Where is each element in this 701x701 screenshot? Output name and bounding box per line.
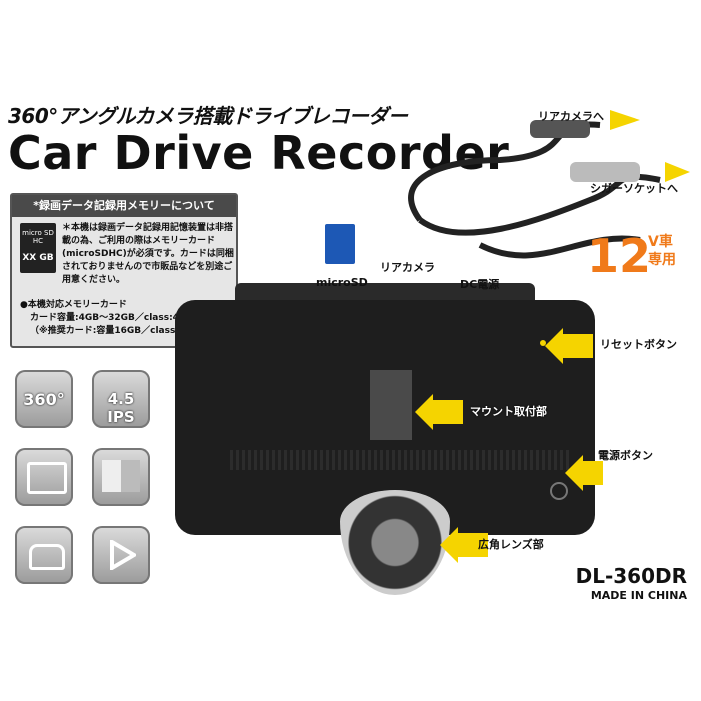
voltage-suffix-label: 専用: [648, 252, 676, 268]
port-label-dc-power: DC電源: [460, 278, 500, 291]
arrow-mount: [415, 394, 463, 430]
arrow-power: [565, 455, 603, 491]
wide-angle-lens: [340, 490, 450, 595]
memory-spec-recommended: （※推奨カード:容量16GB／class6以上）: [30, 326, 209, 336]
product-title: Car Drive Recorder: [8, 126, 510, 180]
callout-wide-lens: 広角レンズ部: [478, 538, 544, 551]
play-icon: [92, 526, 150, 584]
voltage-number: 12: [587, 229, 652, 283]
arrow-reset: [545, 328, 593, 364]
feature-ips-label: 4.5 IPS: [107, 390, 135, 426]
callout-to-rear-camera: リアカメラへ: [538, 110, 604, 123]
model-number: DL-360DR: [575, 564, 687, 588]
split-screen-shape: [102, 460, 140, 492]
callout-to-cigar-socket: シガーソケットへ: [590, 182, 678, 195]
play-triangle-shape: [110, 540, 136, 570]
360-rotation-icon: 360°: [15, 370, 73, 428]
memory-card-info-box: *録画データ記録用メモリーについて micro SD HC XX GB ＊本機は…: [10, 193, 238, 348]
memory-spec-heading: ●本機対応メモリーカード: [20, 300, 127, 310]
arrow-lens: [440, 527, 488, 563]
touch-screen-icon: [15, 448, 73, 506]
screen-outline-shape: [27, 462, 67, 494]
memory-box-heading: *録画データ記録用メモリーについて: [12, 195, 236, 217]
memory-note: ＊本機は録画データ記録用記憶装置は非搭載の為、ご利用の際はメモリーカード(mic…: [62, 223, 234, 285]
car-shape: [29, 544, 65, 570]
power-button[interactable]: [550, 482, 568, 500]
car-sensor-icon: [15, 526, 73, 584]
voltage-unit-label: V車: [648, 234, 673, 250]
reset-button[interactable]: [540, 340, 546, 346]
voltage-unit: V車 専用: [648, 233, 676, 269]
feature-360-label: 360°: [23, 390, 65, 409]
cables-illustration: [408, 110, 690, 259]
mount-plate: [370, 370, 412, 440]
callout-reset-button: リセットボタン: [600, 338, 677, 351]
microsd-card-icon: micro SD HC XX GB: [20, 223, 56, 273]
memory-spec-capacity: カード容量:4GB〜32GB／class:4以上: [30, 313, 197, 323]
memory-spec: ●本機対応メモリーカード カード容量:4GB〜32GB／class:4以上 （※…: [20, 299, 235, 338]
callout-power-button: 電源ボタン: [598, 449, 653, 462]
country-of-origin: MADE IN CHINA: [590, 589, 687, 602]
port-label-microsd: microSD: [316, 276, 368, 289]
microsd-card-icon: [325, 224, 355, 264]
speaker-grille: [230, 450, 570, 470]
port-label-rear-camera: リアカメラ: [380, 261, 435, 274]
product-subtitle: 360°アングルカメラ搭載ドライブレコーダー: [8, 104, 408, 128]
callout-mount: マウント取付部: [470, 405, 547, 418]
split-screen-icon: [92, 448, 150, 506]
card-brand: micro SD HC: [22, 229, 54, 245]
card-capacity-label: XX GB: [22, 253, 54, 263]
ips-screen-icon: 4.5 IPS: [92, 370, 150, 428]
